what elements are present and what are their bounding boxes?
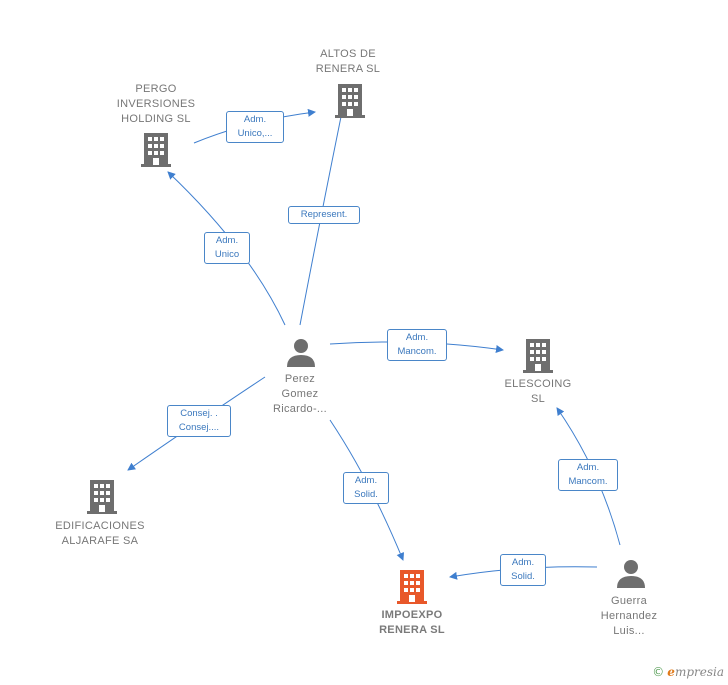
node-label-altos[interactable]: ALTOS DE RENERA SL [315, 48, 381, 75]
building-icon-edificaciones[interactable] [87, 480, 117, 514]
edge-label-perez-altos[interactable]: Represent. [288, 206, 360, 224]
brand-watermark: ©empresia [652, 665, 724, 679]
edge-label-guerra-impoexpo[interactable]: Adm. Solid. [500, 554, 546, 586]
building-icon-altos[interactable] [335, 84, 365, 118]
edge-label-guerra-elescoing[interactable]: Adm. Mancom. [558, 459, 618, 491]
brand-name: mpresia [674, 665, 724, 679]
building-icon-impoexpo[interactable] [397, 570, 427, 604]
node-label-edificaciones[interactable]: EDIFICACIONES ALJARAFE SA [55, 520, 145, 547]
copyright-icon: © [652, 665, 665, 679]
node-label-elescoing[interactable]: ELESCOING SL [504, 378, 572, 405]
node-label-perez[interactable]: Perez Gomez Ricardo-... [272, 373, 328, 415]
brand-initial: e [667, 665, 675, 679]
node-label-guerra[interactable]: Guerra Hernandez Luis... [600, 595, 658, 637]
edge-label-perez-impoexpo[interactable]: Adm. Solid. [343, 472, 389, 504]
node-label-impoexpo[interactable]: IMPOEXPO RENERA SL [379, 609, 445, 636]
person-icon-perez[interactable] [286, 337, 316, 367]
building-icon-elescoing[interactable] [523, 339, 553, 373]
node-label-pergo[interactable]: PERGO INVERSIONES HOLDING SL [116, 83, 196, 125]
edge-label-perez-edificaciones[interactable]: Consej. . Consej.... [167, 405, 231, 437]
edge-label-perez-pergo[interactable]: Adm. Unico [204, 232, 250, 264]
edge-label-pergo-altos[interactable]: Adm. Unico,... [226, 111, 284, 143]
person-icon-guerra[interactable] [616, 558, 646, 588]
building-icon-pergo[interactable] [141, 133, 171, 167]
edge-label-perez-elescoing[interactable]: Adm. Mancom. [387, 329, 447, 361]
